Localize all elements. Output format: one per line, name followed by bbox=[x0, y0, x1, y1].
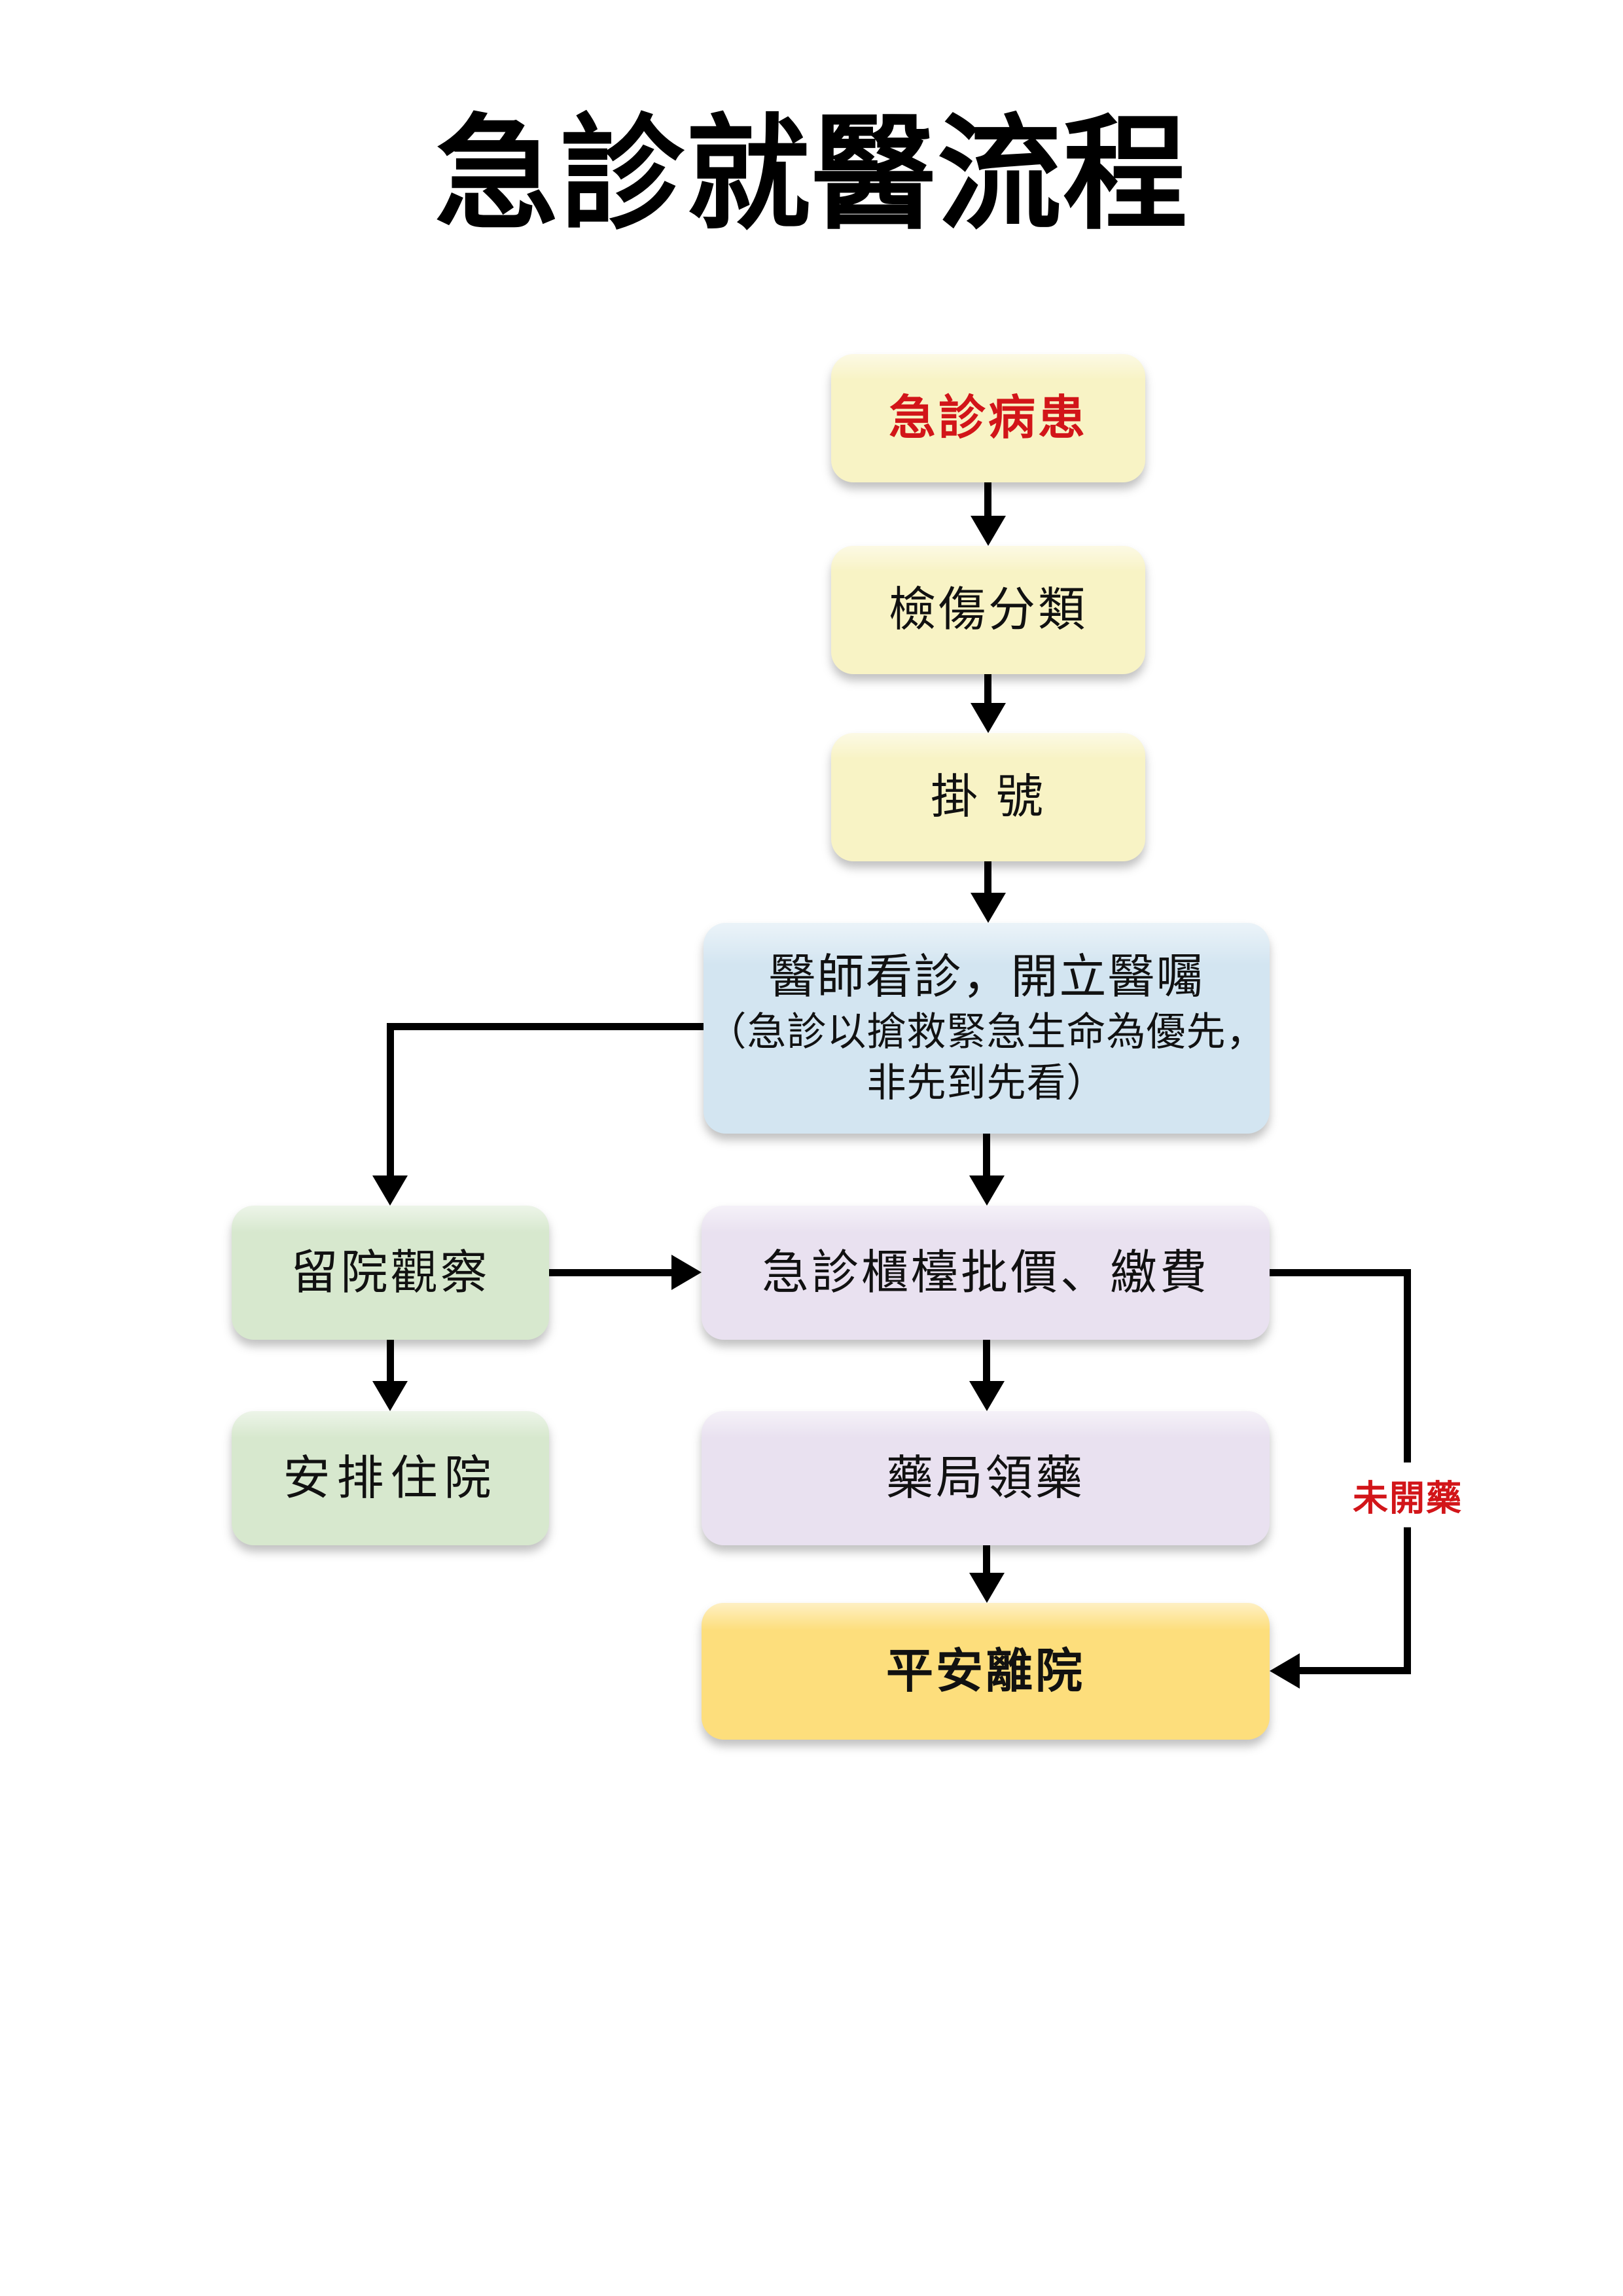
node-doctor-consult-label: 醫師看診，開立醫囑 bbox=[768, 951, 1205, 1003]
arrow-doctor-to-observation-hline bbox=[387, 1023, 704, 1030]
node-triage: 檢傷分類 bbox=[831, 546, 1145, 674]
arrow-triage-to-registration-line bbox=[984, 674, 991, 707]
node-admission: 安排住院 bbox=[232, 1411, 549, 1545]
node-observation: 留院觀察 bbox=[232, 1206, 549, 1340]
node-emergency-patient: 急診病患 bbox=[831, 354, 1145, 482]
node-admission-label: 安排住院 bbox=[283, 1452, 498, 1505]
node-triage-label: 檢傷分類 bbox=[888, 584, 1088, 636]
page-title: 急診就醫流程 bbox=[434, 105, 1188, 244]
node-pharmacy-label: 藥局領藥 bbox=[885, 1452, 1085, 1505]
arrow-pharmacy-to-discharge-head bbox=[969, 1573, 1005, 1603]
label-no-medication: 未開藥 bbox=[1351, 1462, 1464, 1528]
node-pharmacy: 藥局領藥 bbox=[702, 1411, 1270, 1545]
arrow-patient-to-triage-head bbox=[971, 516, 1006, 546]
arrow-doctor-to-observation-vline bbox=[387, 1023, 394, 1178]
arrow-registration-to-doctor-head bbox=[971, 893, 1006, 923]
arrow-observation-to-admission-line bbox=[387, 1340, 394, 1382]
arrow-doctor-to-cashier-line bbox=[983, 1134, 990, 1179]
node-emergency-patient-label: 急診病患 bbox=[888, 392, 1088, 444]
arrow-doctor-to-cashier-head bbox=[969, 1175, 1005, 1206]
arrow-pharmacy-to-discharge-line bbox=[983, 1545, 990, 1577]
node-discharge-label: 平安離院 bbox=[885, 1645, 1085, 1698]
arrow-no-med-hline-bottom bbox=[1298, 1667, 1411, 1674]
node-doctor-consult-subline2: 非先到先看） bbox=[866, 1061, 1107, 1105]
arrow-doctor-to-observation-head bbox=[372, 1175, 408, 1206]
node-observation-label: 留院觀察 bbox=[291, 1246, 490, 1299]
arrow-observation-to-cashier-head bbox=[671, 1255, 702, 1290]
arrow-registration-to-doctor-line bbox=[984, 861, 991, 897]
node-doctor-consult: 醫師看診，開立醫囑 （急診以搶救緊急生命為優先， 非先到先看） bbox=[704, 923, 1270, 1134]
node-doctor-consult-subline1: （急診以搶救緊急生命為優先， bbox=[707, 1010, 1266, 1054]
arrow-observation-to-cashier-line bbox=[549, 1269, 673, 1276]
arrow-cashier-to-pharmacy-head bbox=[969, 1381, 1005, 1411]
arrow-observation-to-admission-head bbox=[372, 1381, 408, 1411]
node-registration: 掛 號 bbox=[831, 733, 1145, 861]
node-discharge: 平安離院 bbox=[702, 1603, 1270, 1740]
arrow-patient-to-triage-line bbox=[984, 482, 991, 520]
node-cashier: 急診櫃檯批價、繳費 bbox=[702, 1206, 1270, 1340]
arrow-cashier-to-pharmacy-line bbox=[983, 1340, 990, 1382]
node-cashier-label: 急診櫃檯批價、繳費 bbox=[761, 1246, 1209, 1299]
arrow-no-med-hline-top bbox=[1270, 1269, 1411, 1276]
arrow-no-med-head bbox=[1270, 1653, 1300, 1689]
node-registration-label: 掛 號 bbox=[930, 771, 1046, 823]
arrow-triage-to-registration-head bbox=[971, 703, 1006, 733]
